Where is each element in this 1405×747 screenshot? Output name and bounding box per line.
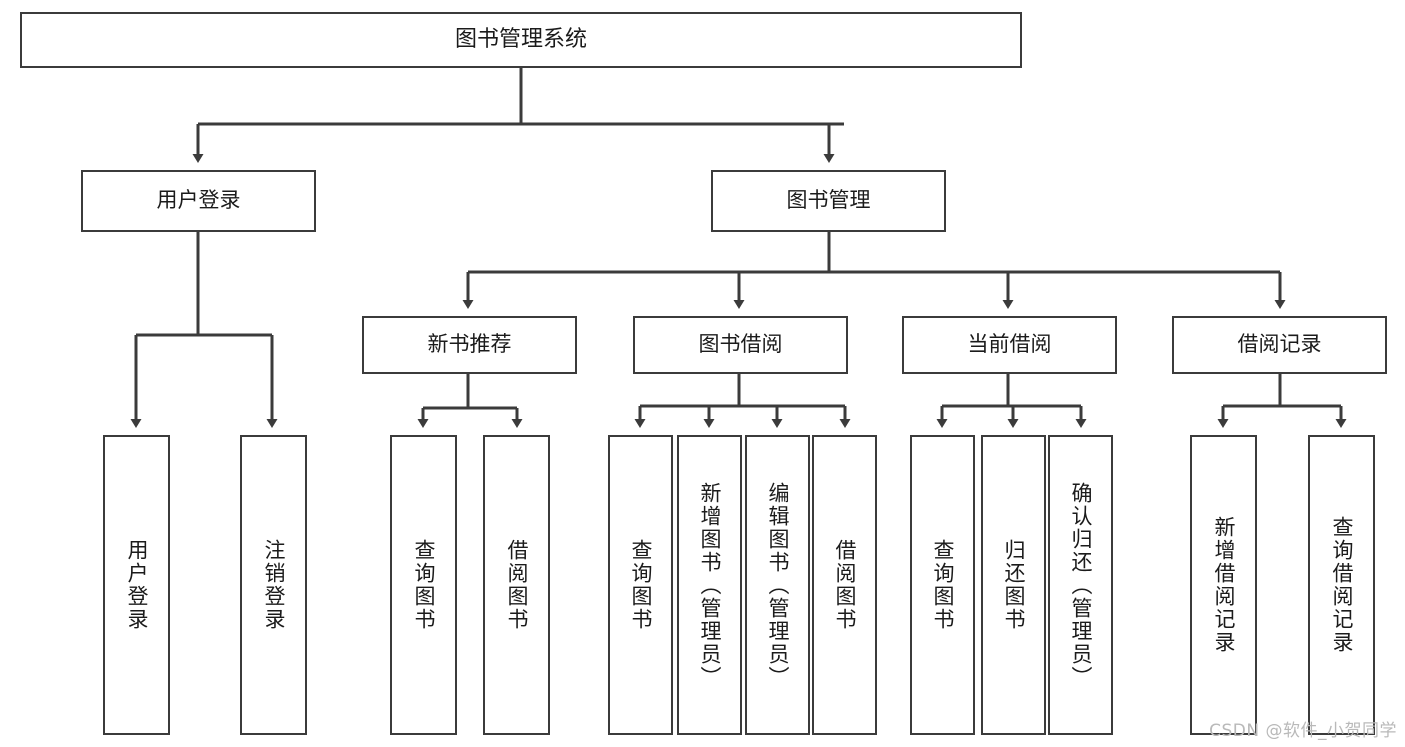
node-subbranch-new-book-label: 新书推荐 [427,332,512,357]
node-leaf-edit-book-admin[interactable]: 编辑图书（管理员） [745,435,810,735]
node-leaf-add-book-admin[interactable]: 新增图书（管理员） [677,435,742,735]
node-leaf-label: 借阅图书 [833,539,857,631]
node-leaf-borrow-book-newbook[interactable]: 借阅图书 [483,435,550,735]
node-leaf-user-login[interactable]: 用户登录 [103,435,170,735]
node-subbranch-book-borrow[interactable]: 图书借阅 [633,316,848,374]
node-branch-user-login[interactable]: 用户登录 [81,170,316,232]
node-branch-book-manage[interactable]: 图书管理 [711,170,946,232]
node-subbranch-borrow-record-label: 借阅记录 [1237,332,1322,357]
node-leaf-label: 用户登录 [125,539,149,631]
node-leaf-label: 归还图书 [1002,539,1026,631]
node-leaf-label: 确认归还（管理员） [1069,481,1093,689]
node-leaf-label: 编辑图书（管理员） [766,481,790,689]
node-leaf-label: 查询图书 [412,539,436,631]
node-leaf-query-book-newbook[interactable]: 查询图书 [390,435,457,735]
node-leaf-query-borrow-record[interactable]: 查询借阅记录 [1308,435,1375,735]
node-leaf-label: 查询借阅记录 [1330,516,1354,654]
node-leaf-return-book[interactable]: 归还图书 [981,435,1046,735]
node-leaf-label: 借阅图书 [505,539,529,631]
node-branch-book-manage-label: 图书管理 [786,188,871,213]
node-leaf-logout[interactable]: 注销登录 [240,435,307,735]
node-leaf-add-borrow-record[interactable]: 新增借阅记录 [1190,435,1257,735]
node-leaf-label: 注销登录 [262,539,286,631]
node-branch-user-login-label: 用户登录 [156,188,241,213]
node-leaf-confirm-return-admin[interactable]: 确认归还（管理员） [1048,435,1113,735]
node-leaf-label: 新增借阅记录 [1212,516,1236,654]
node-leaf-label: 新增图书（管理员） [698,481,722,689]
node-root[interactable]: 图书管理系统 [20,12,1022,68]
watermark: CSDN @软件_小贺同学 [1209,721,1397,741]
node-subbranch-book-borrow-label: 图书借阅 [698,332,783,357]
node-leaf-query-book-current[interactable]: 查询图书 [910,435,975,735]
node-leaf-label: 查询图书 [629,539,653,631]
node-leaf-query-book-borrow[interactable]: 查询图书 [608,435,673,735]
node-subbranch-current-borrow-label: 当前借阅 [967,332,1052,357]
node-leaf-borrow-book[interactable]: 借阅图书 [812,435,877,735]
node-root-label: 图书管理系统 [454,26,587,52]
node-subbranch-current-borrow[interactable]: 当前借阅 [902,316,1117,374]
node-leaf-label: 查询图书 [931,539,955,631]
node-subbranch-new-book[interactable]: 新书推荐 [362,316,577,374]
node-subbranch-borrow-record[interactable]: 借阅记录 [1172,316,1387,374]
